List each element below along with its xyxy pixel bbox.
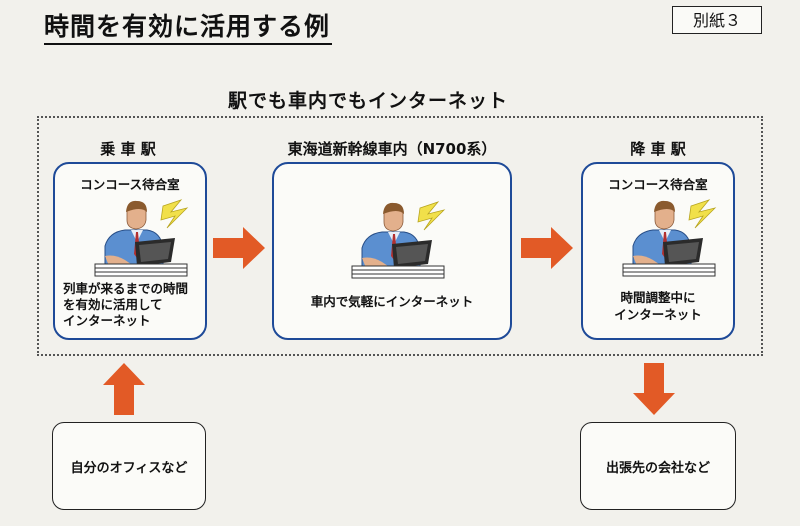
- arrow-up-icon: [103, 363, 145, 415]
- wireless-signal-icon: [688, 199, 717, 229]
- box-title-arrival: コンコース待合室: [608, 177, 708, 192]
- wireless-signal-icon: [160, 199, 189, 229]
- dotted-frame: [37, 116, 763, 356]
- person-with-laptop-icon: [619, 198, 719, 280]
- wireless-signal-icon: [417, 201, 446, 231]
- arrow-down-icon: [633, 363, 675, 415]
- description-line: を有効に活用して: [63, 297, 163, 312]
- description-line: 時間調整中に: [620, 290, 696, 305]
- arrival-station-box: コンコース待合室 時間調整中に インターネット: [581, 162, 735, 340]
- description-line: 列車が来るまでの時間: [63, 281, 189, 296]
- description-boarding: 列車が来るまでの時間 を有効に活用して インターネット: [63, 281, 205, 329]
- origin-label: 自分のオフィスなど: [70, 460, 188, 476]
- description-arrival: 時間調整中に インターネット: [583, 289, 733, 323]
- description-train: 車内で気軽にインターネット: [310, 294, 474, 309]
- box-title-boarding: コンコース待合室: [80, 177, 180, 192]
- diagram-subtitle: 駅でも車内でもインターネット: [228, 90, 509, 112]
- destination-company-box: 出張先の会社など: [580, 422, 736, 510]
- description-line: インターネット: [63, 313, 151, 328]
- destination-label: 出張先の会社など: [605, 460, 710, 476]
- description-line: インターネット: [614, 307, 702, 322]
- person-with-laptop-icon: [348, 200, 448, 282]
- stage-label-boarding: 乗 車 駅: [100, 140, 156, 158]
- arrow-right-icon: [213, 227, 265, 269]
- stage-label-arrival: 降 車 駅: [630, 140, 686, 158]
- boarding-station-box: コンコース待合室 列車が来るまでの時間 を有効に活用して インターネット: [53, 162, 207, 340]
- arrow-right-icon: [521, 227, 573, 269]
- annex-label: 別紙３: [672, 6, 762, 34]
- stage-label-train: 東海道新幹線車内（N700系）: [287, 140, 497, 158]
- on-train-box: 車内で気軽にインターネット: [272, 162, 512, 340]
- person-with-laptop-icon: [91, 198, 191, 280]
- page-title: 時間を有効に活用する例: [44, 11, 333, 45]
- origin-office-box: 自分のオフィスなど: [52, 422, 206, 510]
